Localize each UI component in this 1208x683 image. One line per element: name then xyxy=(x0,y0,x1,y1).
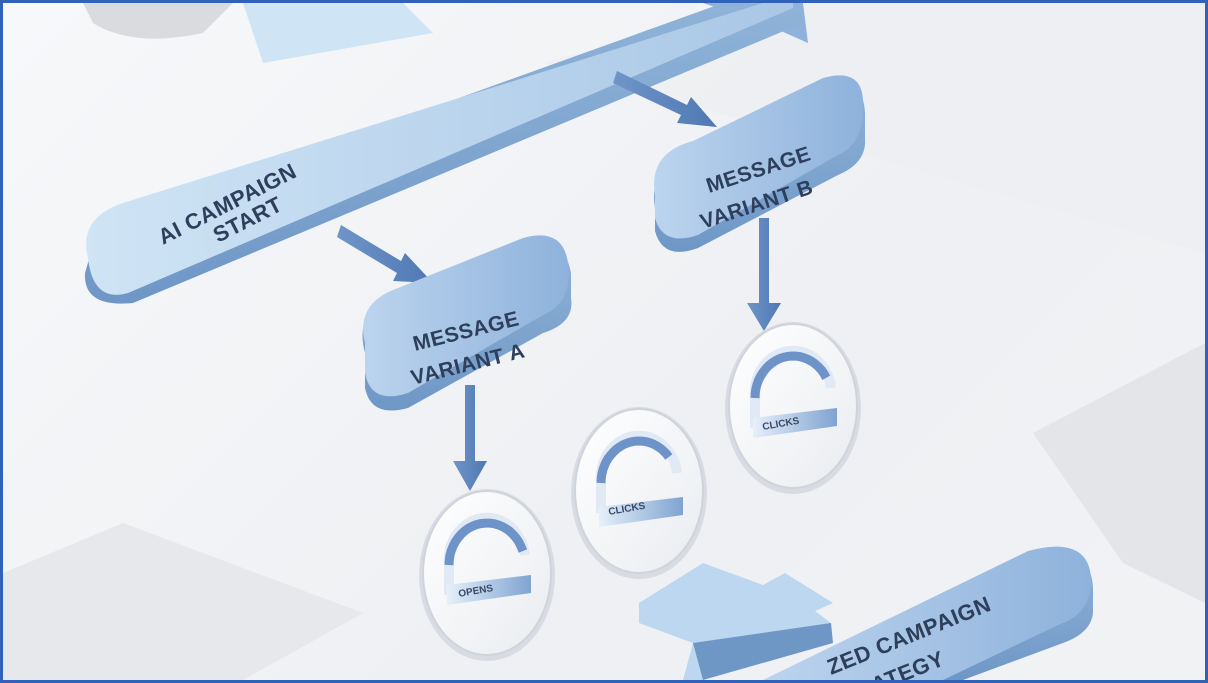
background-tiles xyxy=(3,3,1205,680)
arrow-start-to-a xyxy=(337,225,433,283)
node-strategy[interactable]: ZED CAMPAIGN ATEGY xyxy=(763,546,1093,680)
gauge-a-opens-fill xyxy=(444,518,528,566)
arrow-b-to-clicks xyxy=(747,218,781,331)
gauge-a-clicks[interactable]: CLICKS xyxy=(571,407,707,579)
gauge-a-opens[interactable]: OPENS xyxy=(419,489,555,661)
arrow-start-to-b xyxy=(613,71,717,127)
node-variant-b[interactable]: MESSAGE VARIANT B xyxy=(654,75,866,252)
gauge-a-clicks-fill xyxy=(596,436,673,484)
gauge-b-clicks[interactable]: CLICKS xyxy=(725,322,861,494)
flow-diagram: AI CAMPAIGN START MESSAGE VARIANT A MESS… xyxy=(3,3,1205,680)
gauge-b-clicks-fill xyxy=(750,351,831,399)
arrow-a-to-opens xyxy=(453,385,487,491)
arrow-to-strategy xyxy=(639,563,833,680)
